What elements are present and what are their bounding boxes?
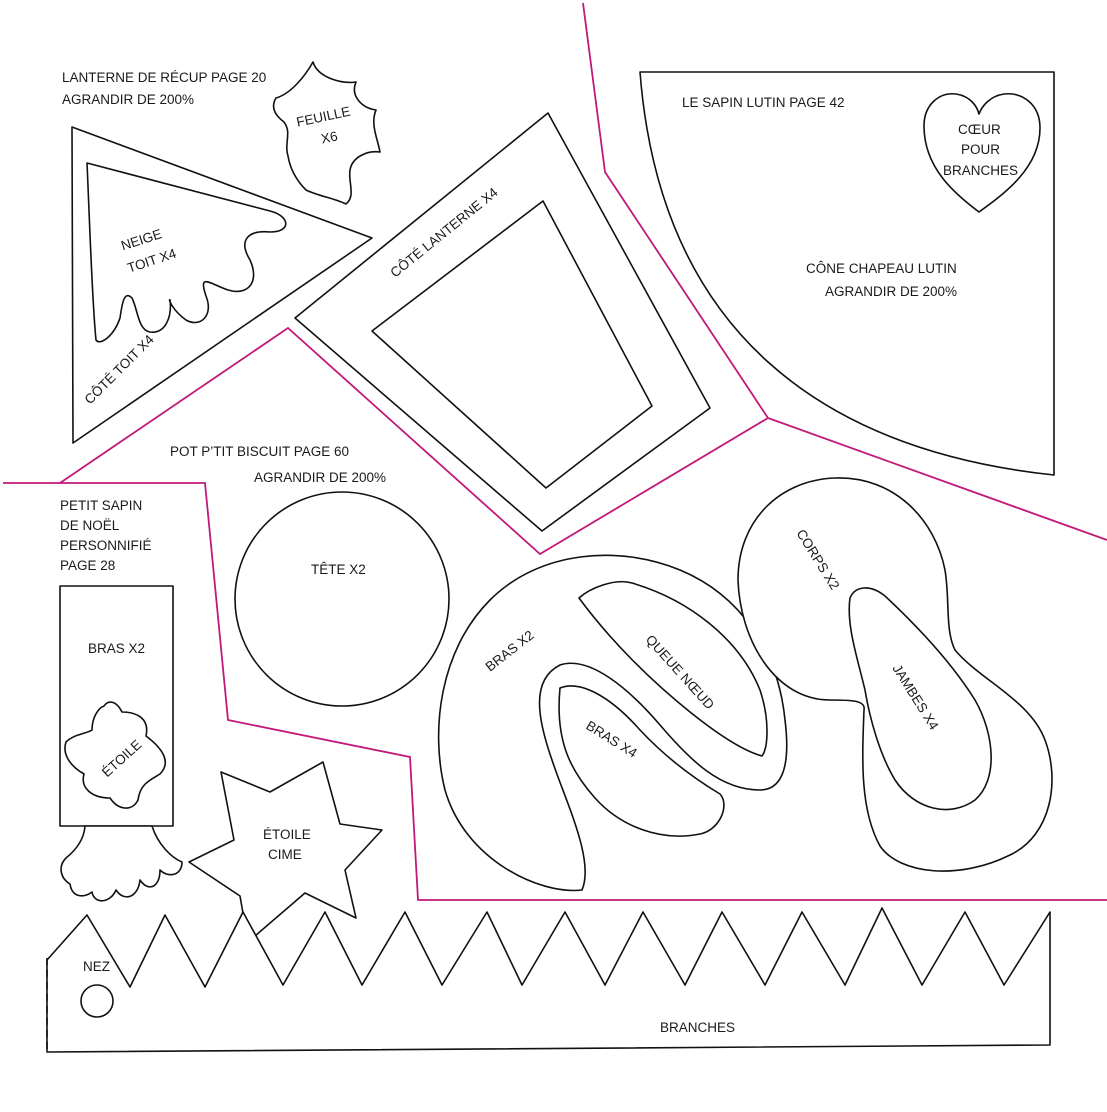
feuille-shape bbox=[272, 61, 381, 205]
coeur-label-1: CŒUR bbox=[958, 122, 1001, 137]
coeur-label-2: POUR bbox=[961, 142, 1000, 157]
petit-sapin-title-3: PERSONNIFIÉ bbox=[60, 538, 152, 553]
pot-biscuit-scale: AGRANDIR DE 200% bbox=[254, 470, 386, 485]
cote-lanterne-inner bbox=[371, 200, 653, 489]
coeur-label-3: BRANCHES bbox=[943, 163, 1018, 178]
lanterne-title: LANTERNE DE RÉCUP PAGE 20 bbox=[62, 70, 266, 85]
tete-label: TÊTE X2 bbox=[311, 562, 366, 577]
nez-shape bbox=[80, 984, 114, 1018]
nez-label: NEZ bbox=[83, 959, 110, 974]
etoile-cime-label-2: CIME bbox=[268, 847, 302, 862]
queue-noeud-shape bbox=[578, 580, 768, 757]
pot-biscuit-title: POT P’TIT BISCUIT PAGE 60 bbox=[170, 444, 349, 459]
jambes-shape bbox=[848, 587, 992, 811]
feuille-label-2: X6 bbox=[320, 128, 339, 146]
main-shape bbox=[60, 825, 183, 902]
coeur-shape bbox=[923, 93, 1041, 213]
etoile-shape bbox=[64, 701, 166, 809]
tete-shape bbox=[234, 491, 450, 707]
branches-shape bbox=[46, 907, 1051, 1053]
bras-sapin-label: BRAS X2 bbox=[88, 641, 145, 656]
bras-small-shape bbox=[558, 685, 725, 837]
etoile-cime-label-1: ÉTOILE bbox=[263, 827, 311, 842]
sapin-lutin-title: LE SAPIN LUTIN PAGE 42 bbox=[682, 95, 845, 110]
neige-toit-shape bbox=[86, 162, 287, 343]
petit-sapin-title-1: PETIT SAPIN bbox=[60, 498, 142, 513]
petit-sapin-title-4: PAGE 28 bbox=[60, 558, 115, 573]
cone-label-1: CÔNE CHAPEAU LUTIN bbox=[806, 261, 957, 276]
cut-line-top-right bbox=[582, 2, 1107, 541]
branches-label: BRANCHES bbox=[660, 1020, 735, 1035]
cut-lines bbox=[3, 2, 1107, 901]
petit-sapin-title-2: DE NOËL bbox=[60, 518, 120, 533]
cone-label-2: AGRANDIR DE 200% bbox=[825, 284, 957, 299]
lanterne-scale: AGRANDIR DE 200% bbox=[62, 92, 194, 107]
cut-line-bottom bbox=[3, 482, 1107, 901]
cut-line-middle bbox=[59, 326, 769, 556]
